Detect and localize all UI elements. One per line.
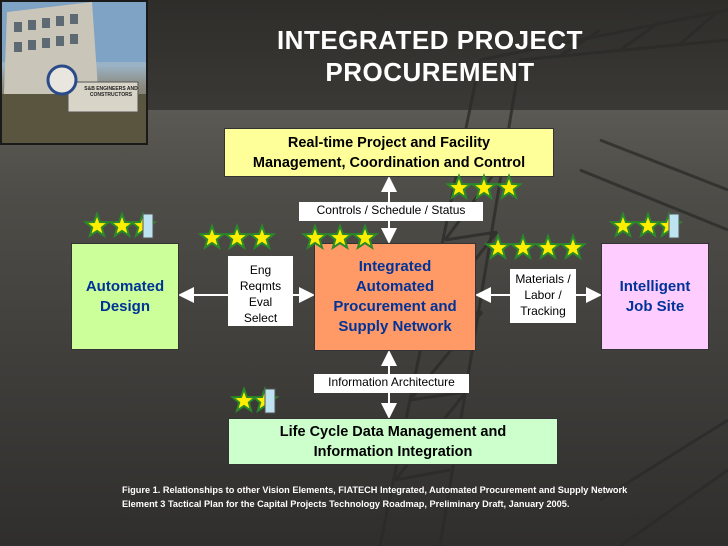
- star-icon: [197, 223, 227, 251]
- lifecycle-line-1: Life Cycle Data Management and: [279, 423, 507, 440]
- center-line-3: Procurement and: [333, 298, 457, 315]
- lifecycle-data-box: Life Cycle Data Management and Informati…: [228, 418, 558, 465]
- lifecycle-line-2: Information Integration: [313, 443, 473, 460]
- realtime-line-1: Real-time Project and Facility: [287, 134, 491, 151]
- building-photo: S&B ENGINEERS AND CONSTRUCTORS: [0, 0, 148, 145]
- star-icon: [300, 223, 330, 251]
- mat-label-line-3: Tracking: [520, 304, 566, 318]
- center-line-2: Automated: [355, 278, 435, 295]
- realtime-management-box: Real-time Project and Facility Managemen…: [224, 128, 554, 177]
- caption-line-1: Figure 1. Relationships to other Vision …: [122, 485, 628, 495]
- intelligent-job-site-box: Intelligent Job Site: [601, 243, 709, 350]
- mat-label-line-1: Materials /: [515, 272, 571, 286]
- figure-caption: Figure 1. Relationships to other Vision …: [122, 483, 702, 511]
- automated-line-1: Automated: [85, 277, 165, 295]
- stars-intel: [608, 211, 684, 239]
- title-line-2: PROCUREMENT: [325, 57, 535, 87]
- center-line-1: Integrated: [358, 258, 432, 275]
- intelligent-line-1: Intelligent: [619, 277, 691, 295]
- automated-line-2: Design: [99, 297, 150, 315]
- star-icon: [494, 173, 524, 201]
- automated-design-box: Automated Design: [71, 243, 179, 350]
- eng-label-line-1: Eng: [249, 263, 272, 277]
- star-icon: [608, 211, 638, 239]
- eng-label-line-4: Select: [243, 311, 278, 325]
- star-icon: [533, 233, 563, 261]
- information-architecture-label: Information Architecture: [314, 374, 469, 393]
- building-illustration: [2, 2, 146, 143]
- star-icon: [633, 211, 663, 239]
- mat-label-line-2: Labor /: [524, 288, 562, 302]
- eng-requirements-label: Eng Reqmts Eval Select: [228, 256, 293, 326]
- star-icon: [483, 233, 513, 261]
- materials-labor-label: Materials / Labor / Tracking: [510, 269, 576, 323]
- partial-star-cover: [264, 388, 276, 414]
- star-icon: [222, 223, 252, 251]
- center-line-4: Supply Network: [338, 318, 452, 335]
- controls-label: Controls / Schedule / Status: [299, 202, 483, 221]
- stars-lifecycle: [229, 386, 280, 414]
- title-line-1: INTEGRATED PROJECT: [276, 25, 584, 55]
- intelligent-line-2: Job Site: [625, 297, 685, 315]
- caption-line-2: Element 3 Tactical Plan for the Capital …: [122, 499, 570, 509]
- stars-auto: [82, 211, 158, 239]
- building-sign: S&B ENGINEERS AND CONSTRUCTORS: [84, 86, 138, 98]
- eng-label-line-2: Reqmts: [239, 279, 282, 293]
- star-icon: [444, 173, 474, 201]
- star-icon: [107, 211, 137, 239]
- eng-label-line-3: Eval: [248, 295, 273, 309]
- star-icon: [229, 386, 259, 414]
- stars-left-link: [197, 223, 277, 251]
- star-icon: [325, 223, 355, 251]
- partial-star-cover: [668, 213, 680, 239]
- star-icon: [82, 211, 112, 239]
- star-icon: [508, 233, 538, 261]
- star-icon: [350, 223, 380, 251]
- page-title: INTEGRATED PROJECT PROCUREMENT: [215, 24, 645, 88]
- stars-center: [300, 223, 380, 251]
- star-icon: [558, 233, 588, 261]
- partial-star-cover: [142, 213, 154, 239]
- star-icon: [247, 223, 277, 251]
- stars-realtime: [444, 173, 524, 201]
- star-icon: [469, 173, 499, 201]
- stars-right-link: [483, 233, 588, 261]
- realtime-line-2: Management, Coordination and Control: [252, 154, 526, 171]
- procurement-network-box: Integrated Automated Procurement and Sup…: [314, 243, 476, 351]
